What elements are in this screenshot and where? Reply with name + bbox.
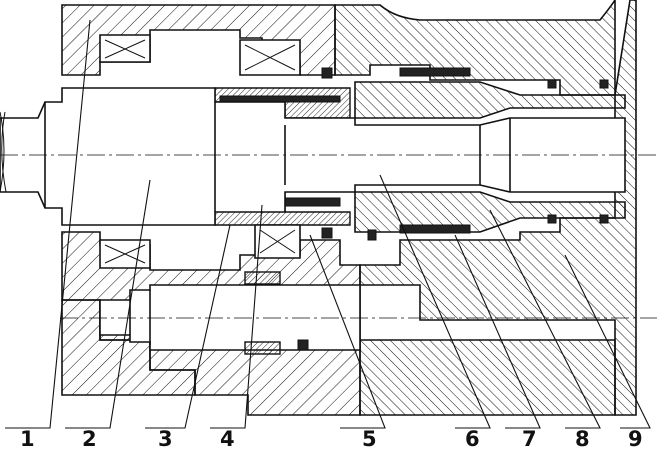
callout-4: 4	[220, 427, 235, 451]
lower-shaft	[99, 271, 361, 355]
callout-8: 8	[575, 427, 590, 451]
callout-2: 2	[82, 427, 97, 451]
bearing-lower-left	[99, 224, 301, 269]
right-housing	[334, 0, 637, 416]
callout-7: 7	[522, 427, 537, 451]
collet-sleeve	[354, 67, 626, 234]
callout-5: 5	[362, 427, 377, 451]
callout-9: 9	[628, 427, 643, 451]
callout-leaders	[5, 19, 651, 429]
callout-3: 3	[158, 427, 173, 451]
bearing-upper-left	[99, 34, 301, 76]
seals	[297, 67, 609, 351]
callout-6: 6	[465, 427, 480, 451]
callout-1: 1	[20, 427, 35, 451]
callout-labels: 1 2 3 4 5 6 7 8 9	[20, 427, 643, 451]
